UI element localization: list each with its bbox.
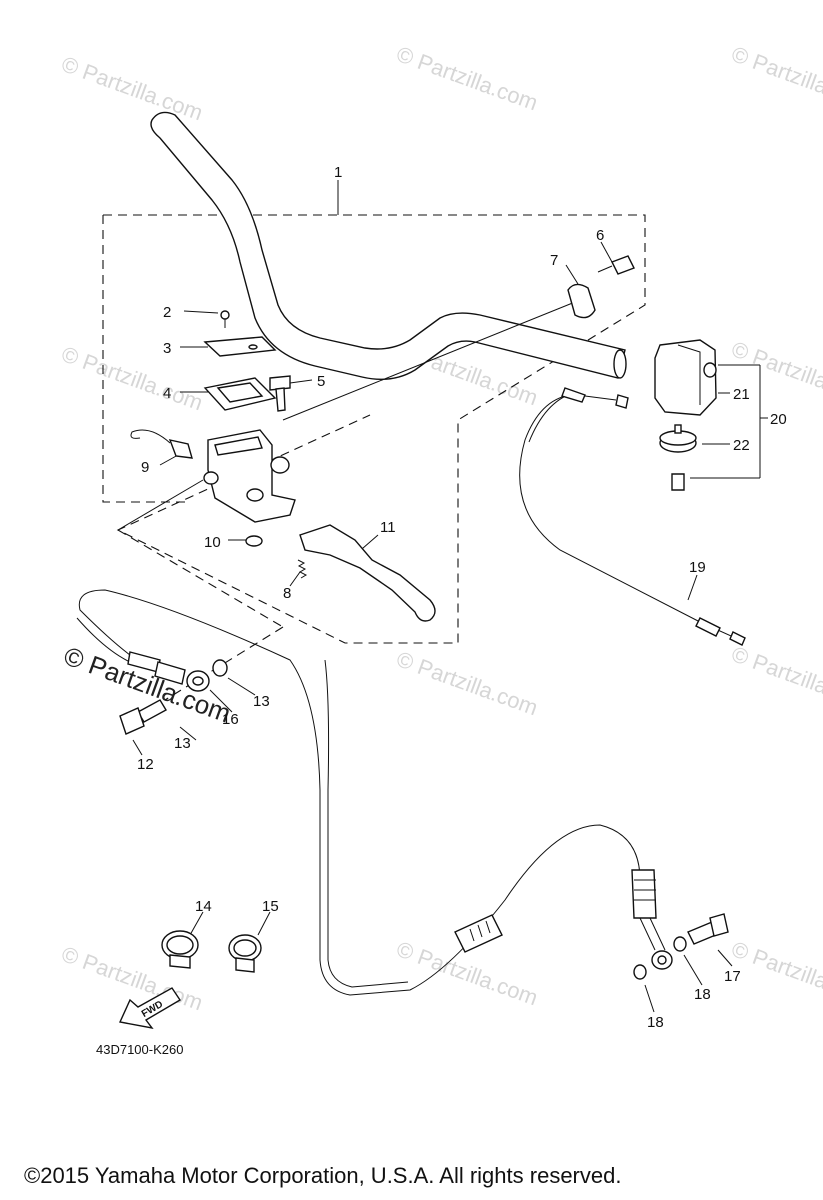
callout: 17 — [724, 968, 741, 985]
handlebar-end — [613, 349, 627, 379]
watermark: © Partzilla.com — [728, 641, 823, 715]
bolt-6 — [611, 255, 635, 275]
copyright-notice: ©2015 Yamaha Motor Corporation, U.S.A. A… — [24, 1163, 622, 1188]
washer-13a — [212, 659, 228, 677]
callout: 2 — [163, 304, 171, 321]
watermark: © Partzilla.com — [58, 51, 206, 125]
callout: 21 — [733, 386, 750, 403]
callout: 8 — [283, 585, 291, 602]
callout: 10 — [204, 534, 221, 551]
screw-2 — [220, 310, 230, 320]
callout: 5 — [317, 373, 325, 390]
callout: 4 — [163, 385, 171, 402]
assembly-outline — [102, 214, 646, 644]
hose-clamps — [161, 930, 262, 973]
callout: 15 — [262, 898, 279, 915]
callout: 22 — [733, 437, 750, 454]
clamp-7 — [567, 283, 596, 319]
watermark: © Partzilla.com — [393, 41, 541, 115]
callout: 6 — [596, 227, 604, 244]
handlebar — [150, 111, 626, 380]
leader-lines — [117, 180, 768, 1013]
hose-group-outline — [117, 529, 284, 701]
watermarks: © Partzilla.com © Partzilla.com © Partzi… — [58, 41, 823, 1015]
callout: 18 — [647, 1014, 664, 1031]
callout: 16 — [222, 711, 239, 728]
callout: 3 — [163, 340, 171, 357]
watermark: © Partzilla.com — [393, 646, 541, 720]
brake-lever-11 — [299, 524, 436, 622]
brake-switch-9 — [168, 439, 193, 459]
callout: 7 — [550, 252, 558, 269]
callout: 14 — [195, 898, 212, 915]
master-cylinder-parts — [130, 255, 635, 622]
hose-fitting-caliper — [631, 869, 657, 919]
bolt-5-head — [269, 375, 291, 391]
spring-8 — [297, 559, 308, 579]
cap-3 — [203, 336, 277, 357]
callout: 11 — [380, 519, 396, 536]
watermark: © Partzilla.com — [728, 41, 823, 115]
brake-hose — [76, 589, 729, 996]
cable-19 — [519, 394, 741, 641]
diagram-code: 43D7100-K260 — [96, 1042, 184, 1057]
callout: 12 — [137, 756, 154, 773]
callout: 9 — [141, 459, 149, 476]
callout-labels: 1 2 3 4 5 6 7 8 9 10 11 12 13 13 14 15 1… — [137, 164, 787, 1031]
callout: 13 — [174, 735, 191, 752]
hose-fitting-bottom — [454, 914, 503, 953]
watermark: © Partzilla.com — [58, 341, 206, 415]
callout: 19 — [689, 559, 706, 576]
callout: 13 — [253, 693, 270, 710]
washer-18a — [673, 936, 687, 952]
switch-housing-21 — [654, 339, 717, 416]
fwd-arrow-icon: FWD — [118, 987, 181, 1030]
callout: 18 — [694, 986, 711, 1003]
switch-screw — [671, 473, 685, 491]
callout: 1 — [334, 164, 342, 181]
callout: 20 — [770, 411, 787, 428]
washer-18b — [633, 964, 647, 980]
watermark: © Partzilla.com — [728, 936, 823, 1010]
washer-10 — [245, 535, 263, 547]
handlebar-switch-assembly — [519, 339, 746, 646]
